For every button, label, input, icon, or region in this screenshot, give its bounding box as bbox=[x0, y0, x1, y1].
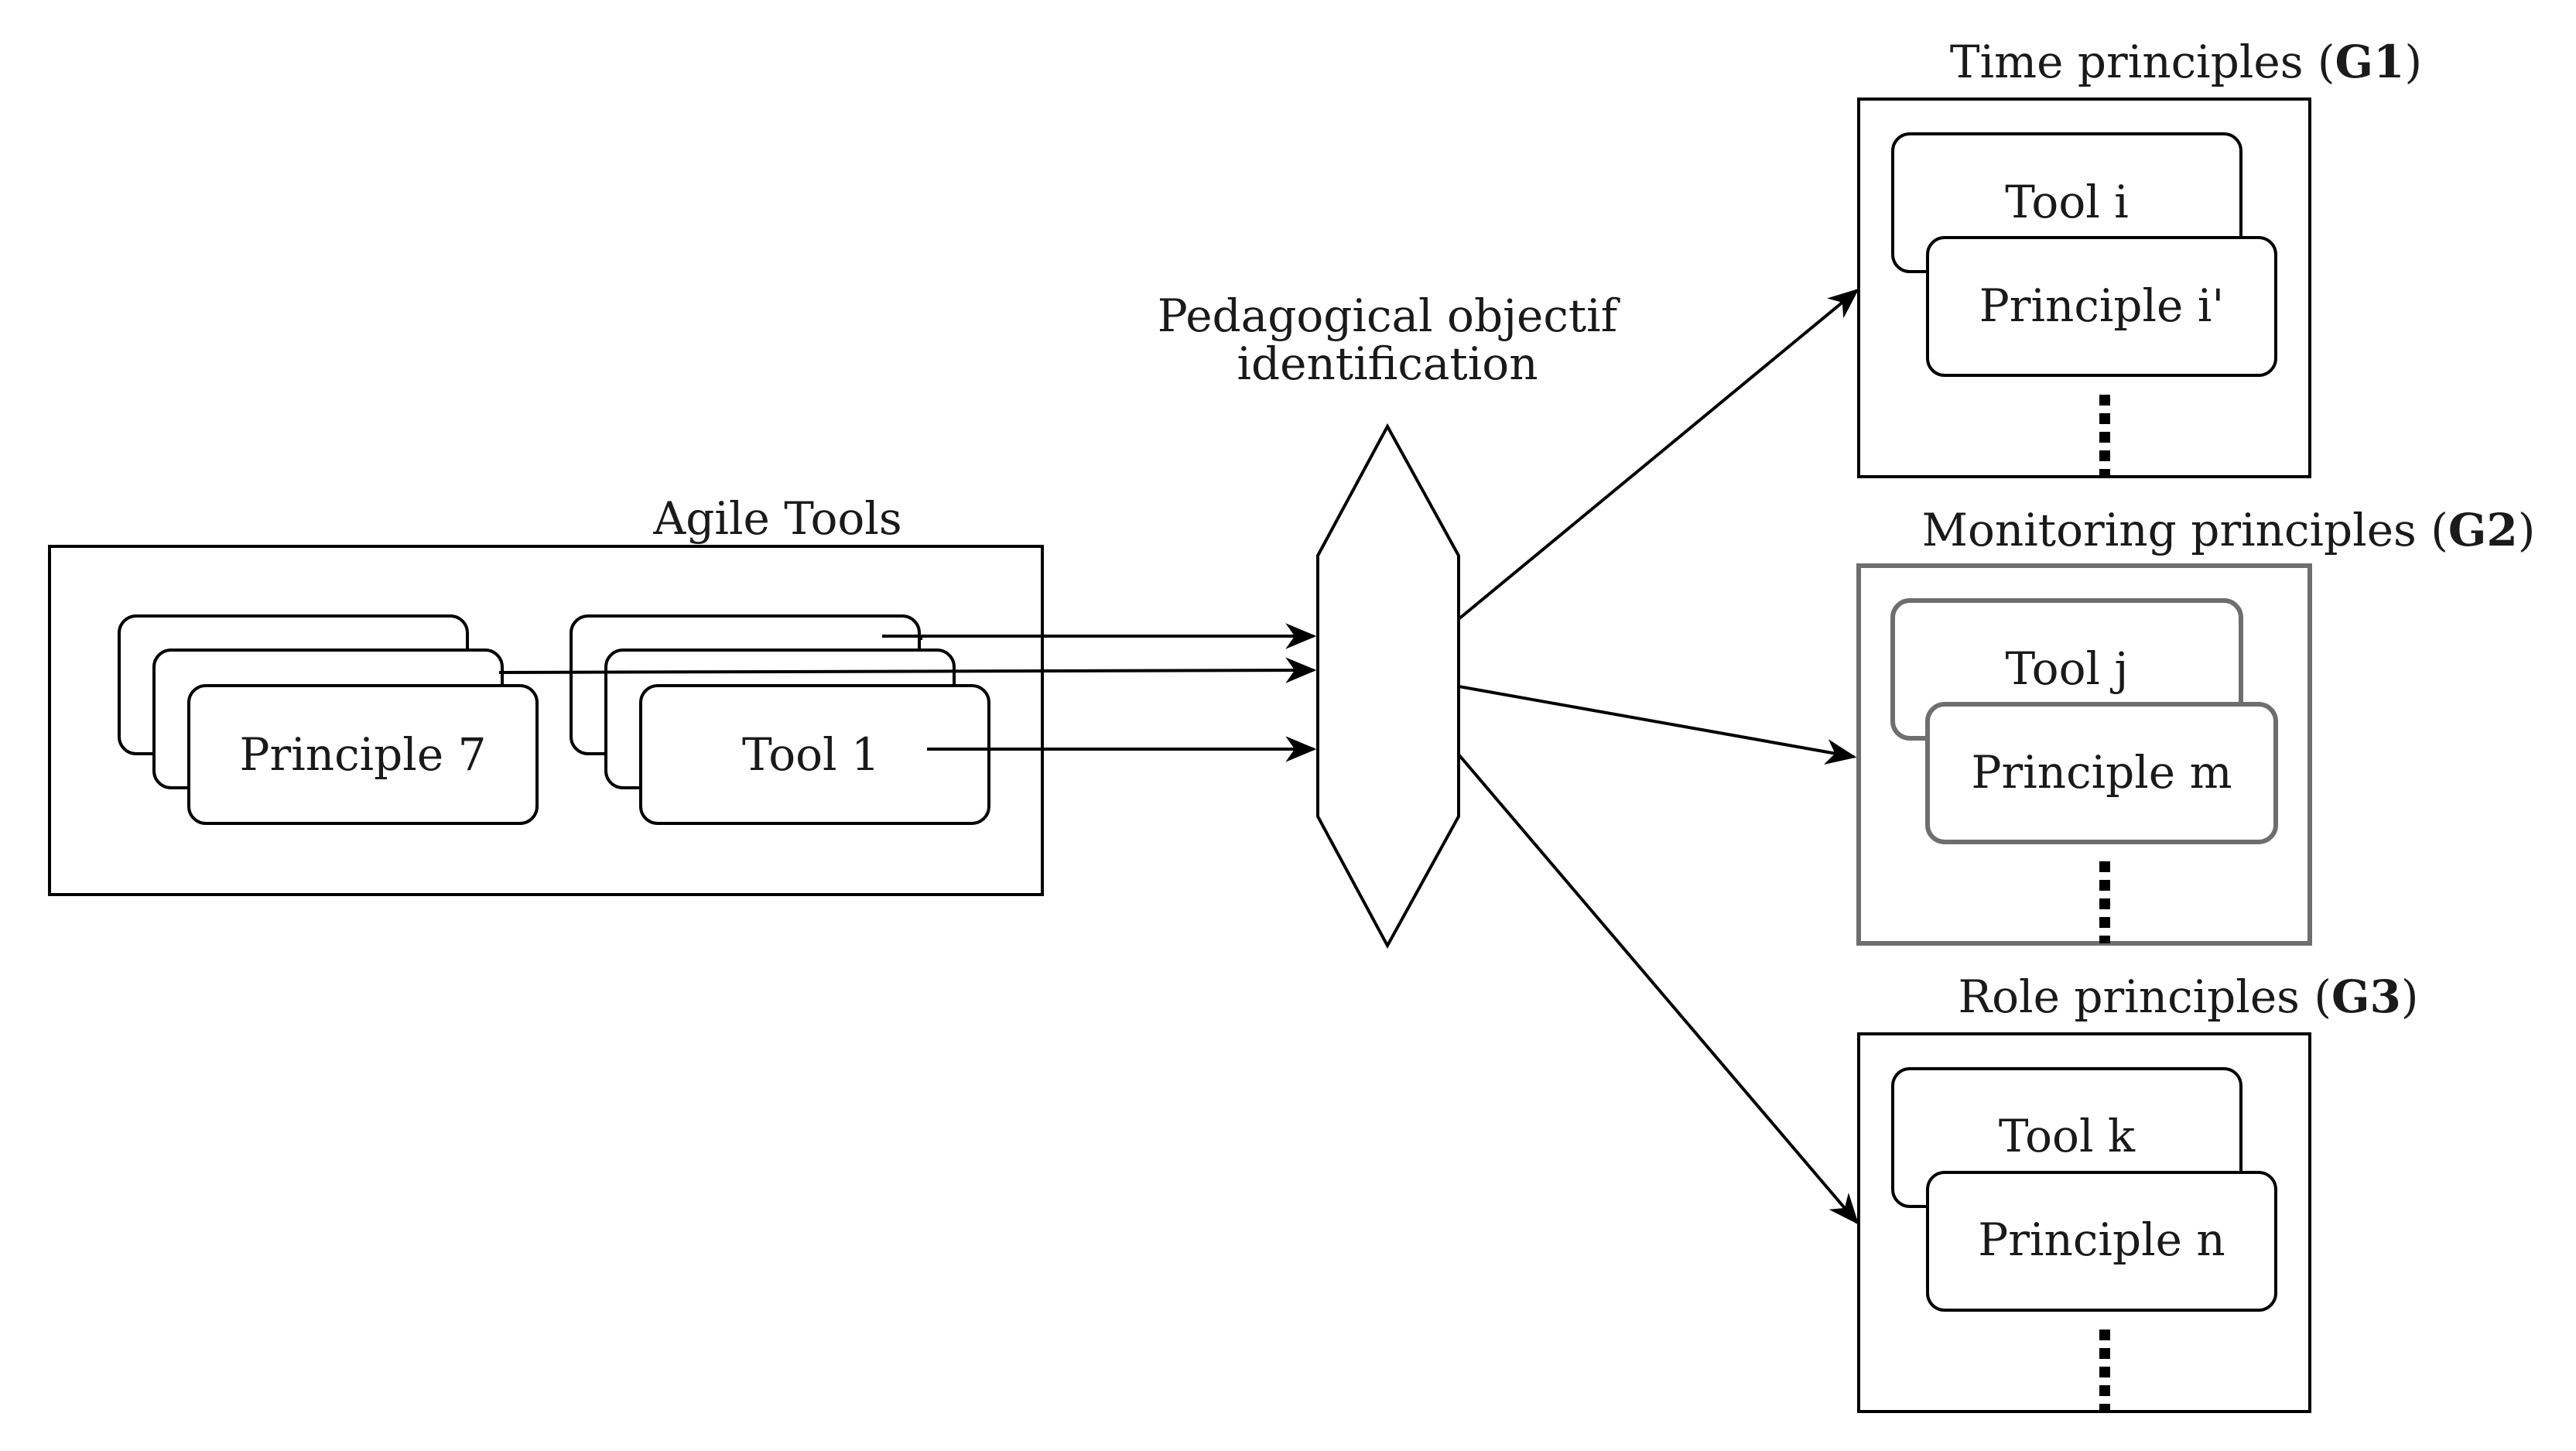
objective-hexagon[interactable] bbox=[1316, 423, 1460, 950]
group-g2-principle-label: Principle m bbox=[1971, 746, 2232, 799]
group-g2-code: G2 bbox=[2448, 504, 2518, 556]
group-g2-title-close: ) bbox=[2518, 504, 2536, 556]
group-g1-principle-card[interactable] bbox=[1926, 236, 2277, 377]
agile-tools-title: Agile Tools bbox=[652, 492, 901, 545]
arrow-objective-to-g3[interactable] bbox=[1457, 753, 1859, 1225]
principle-card-label: Principle 7 bbox=[239, 728, 486, 781]
arrow-objective-to-g1[interactable] bbox=[1457, 288, 1859, 621]
group-g3-code: G3 bbox=[2331, 970, 2401, 1023]
agile-tools-group: Agile Tools Principle 7 Tool 1 bbox=[48, 492, 1044, 896]
group-g2-title-text: Monitoring principles ( bbox=[1922, 504, 2448, 556]
principle-card-front[interactable] bbox=[187, 684, 539, 825]
group-g3-principle-card[interactable] bbox=[1926, 1171, 2277, 1312]
output-arrows bbox=[1457, 288, 1859, 1225]
objective-group: Pedagogical objectif identification bbox=[1158, 289, 1620, 950]
group-g3-title-text: Role principles ( bbox=[1958, 970, 2331, 1023]
group-g1-title-text: Time principles ( bbox=[1950, 36, 2335, 88]
tool-card-stack[interactable]: Tool 1 bbox=[570, 614, 990, 825]
principle-card-stack[interactable]: Principle 7 bbox=[118, 614, 539, 825]
group-g2-tool-label: Tool j bbox=[2006, 642, 2129, 695]
tool-card-front[interactable] bbox=[639, 684, 990, 825]
group-g1-tool-label: Tool i bbox=[2005, 176, 2129, 228]
group-g1-title: Time principles (G1) bbox=[1950, 36, 2422, 88]
group-g1-code: G1 bbox=[2335, 36, 2405, 88]
group-g3-principle-label: Principle n bbox=[1978, 1213, 2225, 1266]
objective-label-line1: Pedagogical objectif bbox=[1158, 289, 1620, 342]
group-g3-title-close: ) bbox=[2401, 970, 2419, 1023]
group-g2: Monitoring principles (G2) Tool j Princi… bbox=[1856, 504, 2536, 946]
tool-card-label: Tool 1 bbox=[742, 728, 880, 781]
group-g3-title: Role principles (G3) bbox=[1958, 970, 2418, 1023]
group-g1-title-close: ) bbox=[2404, 36, 2422, 88]
input-arrows bbox=[498, 623, 1317, 762]
objective-label-line2: identification bbox=[1237, 337, 1538, 390]
group-g3-tool-label: Tool k bbox=[1999, 1110, 2136, 1162]
group-g1-principle-label: Principle i' bbox=[1979, 279, 2225, 332]
arrow-principle-to-objective[interactable] bbox=[498, 657, 1317, 683]
group-g2-principle-card[interactable] bbox=[1925, 702, 2278, 844]
group-g3: Role principles (G3) Tool k Principle n bbox=[1857, 970, 2419, 1413]
arrow-objective-to-g2[interactable] bbox=[1458, 685, 1857, 765]
group-g1: Time principles (G1) Tool i Principle i' bbox=[1857, 36, 2422, 478]
group-g2-title: Monitoring principles (G2) bbox=[1922, 504, 2536, 556]
